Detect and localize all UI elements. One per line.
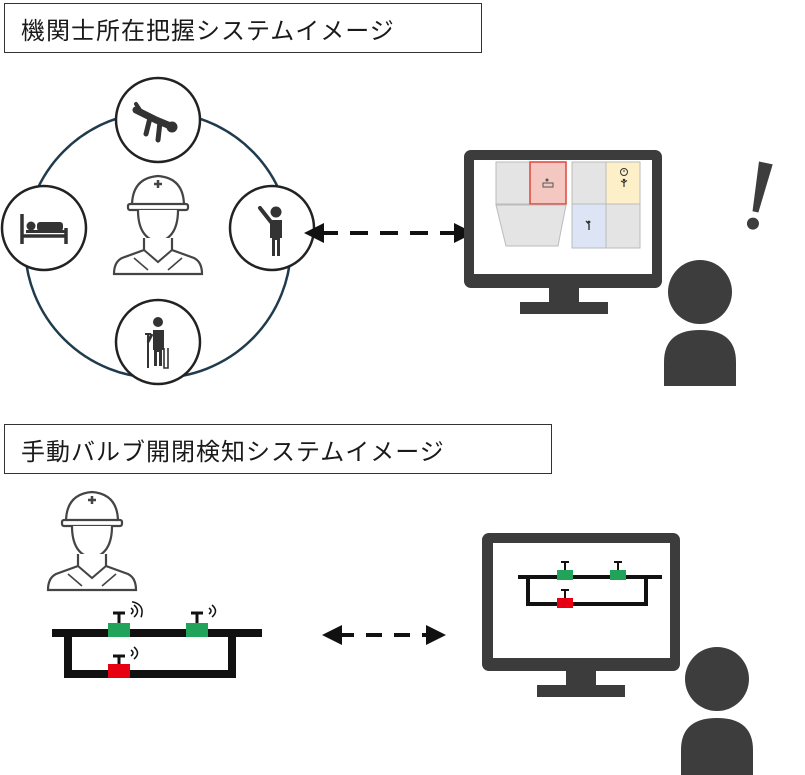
valve-3	[108, 646, 139, 678]
exclamation-icon	[746, 161, 773, 230]
operator-person-2	[681, 647, 753, 775]
timer-icon	[620, 168, 628, 187]
valve-3-mini	[557, 589, 573, 608]
operator-person-1	[664, 260, 736, 386]
lying-in-bed-node	[0, 184, 88, 272]
pipe-network	[52, 629, 262, 678]
lying-in-bed-icon	[542, 178, 554, 188]
section2-title: 手動バルブ開閉検知システムイメージ	[4, 424, 552, 474]
wireless-signal-icon	[130, 600, 143, 618]
raising-hand-node	[228, 184, 316, 272]
floor-plan	[495, 161, 641, 249]
monitor-2	[482, 533, 680, 697]
monitor-1	[464, 150, 662, 314]
valve-1-mini	[557, 561, 573, 580]
valve-1	[108, 600, 143, 637]
wireless-signal-icon	[208, 604, 217, 618]
worker-helmet-icon-2	[46, 490, 138, 592]
section1-title: 機関士所在把握システムイメージ	[4, 3, 482, 53]
valve-2	[186, 604, 217, 637]
wireless-signal-icon	[130, 646, 139, 660]
valve-2-mini	[610, 561, 626, 580]
injured-crutch-node	[114, 298, 202, 386]
worker-helmet-icon	[112, 174, 204, 276]
lying-in-bed-icon	[20, 214, 68, 244]
raising-hand-icon	[585, 220, 591, 230]
monitor-2-screen	[493, 543, 670, 658]
falling-person-icon	[132, 102, 178, 143]
injured-crutch-icon	[145, 317, 169, 369]
falling-person-node	[114, 76, 202, 164]
raising-hand-icon	[258, 206, 282, 256]
